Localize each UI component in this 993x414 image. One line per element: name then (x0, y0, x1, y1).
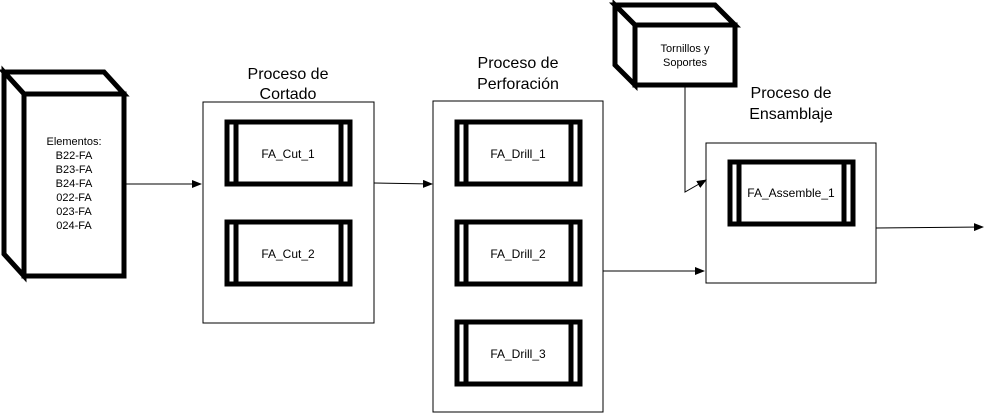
station-fa-cut-1[interactable]: FA_Cut_1 (224, 119, 353, 187)
stage-cortado: Proceso de Cortado FA_Cut_1 FA_Cut_2 (202, 66, 375, 324)
stage-perforacion: Proceso de Perforación FA_Drill_1 FA_Dri… (432, 55, 604, 413)
station-label: FA_Drill_3 (490, 347, 546, 361)
input-line: B24-FA (56, 178, 93, 190)
supplies-box[interactable]: Tornillos y Soportes (608, 0, 742, 92)
stage-ensamblaje: Proceso de Ensamblaje FA_Assemble_1 (705, 85, 877, 284)
input-line: Elementos: (46, 136, 101, 148)
input-line: B23-FA (56, 164, 93, 176)
arrow-output (875, 223, 984, 232)
stage-title: Proceso de (751, 85, 832, 102)
stage-title: Proceso de (248, 66, 329, 83)
station-fa-drill-2[interactable]: FA_Drill_2 (454, 219, 583, 287)
station-fa-drill-3[interactable]: FA_Drill_3 (454, 319, 583, 387)
arrow-supplies-to-ensamblaje (684, 87, 707, 193)
stage-title: Ensamblaje (749, 106, 833, 123)
stage-title: Perforación (477, 76, 559, 93)
supplies-line: Soportes (663, 57, 708, 69)
station-fa-cut-2[interactable]: FA_Cut_2 (224, 219, 353, 287)
input-line: 022-FA (56, 192, 92, 204)
station-label: FA_Assemble_1 (747, 186, 835, 200)
supplies-line: Tornillos y (661, 43, 710, 55)
stage-title: Proceso de (478, 55, 559, 72)
stage-title: Cortado (260, 86, 317, 103)
input-line: 023-FA (56, 206, 92, 218)
input-line: 024-FA (56, 220, 92, 232)
station-label: FA_Drill_2 (490, 247, 546, 261)
station-fa-drill-1[interactable]: FA_Drill_1 (454, 119, 583, 187)
arrow-cortado-to-perforacion (373, 179, 433, 188)
station-label: FA_Cut_2 (261, 247, 315, 261)
station-fa-assemble-1[interactable]: FA_Assemble_1 (727, 159, 856, 227)
input-elements-box[interactable]: Elementos: B22-FA B23-FA B24-FA 022-FA 0… (0, 65, 130, 283)
station-label: FA_Drill_1 (490, 147, 546, 161)
station-label: FA_Cut_1 (261, 147, 315, 161)
input-line: B22-FA (56, 150, 93, 162)
